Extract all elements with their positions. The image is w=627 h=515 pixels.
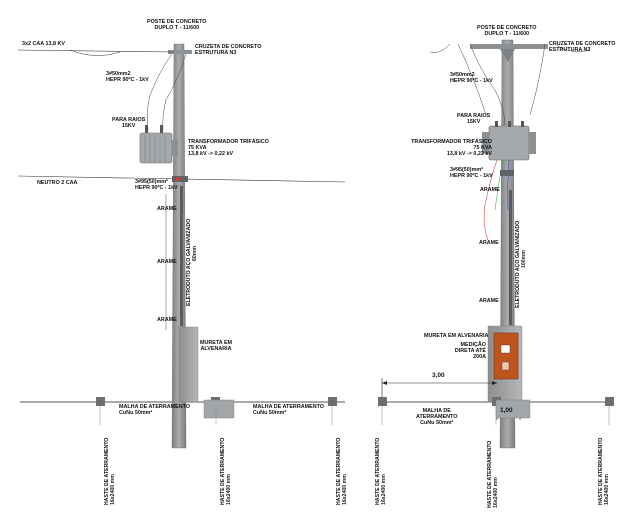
left-primary-line-label: 3x2 CAA 13,8 KV	[22, 41, 65, 47]
left-cable-label: 3#50mm2 HEPR 90ºC - 1kV	[106, 71, 149, 83]
right-electrode-1	[378, 397, 387, 406]
left-grounding-label-1: MALHA DE ATERRAMENTO CuNu 50mm²	[119, 404, 190, 416]
left-pole-label: POSTE DE CONCRETO DUPLO T - 11/600	[147, 19, 207, 31]
left-pole-label-line2: DUPLO T - 11/600	[154, 25, 200, 31]
right-grounding-label-line1: MALHA DE	[422, 408, 451, 414]
left-wall-label-line2: ALVENARIA	[200, 346, 232, 352]
right-secondary-label: 3#95(50)mm² HEPR 90ºC - 1kV	[450, 167, 493, 179]
left-wall-label: MURETA EM ALVENARIA	[200, 340, 232, 352]
right-pole-label-line1: POSTE DE CONCRETO	[477, 25, 537, 31]
left-conduit-label-line2: 60mm	[192, 246, 198, 261]
left-transformer-label-line3: 13,8 kV -> 0,22 kV	[188, 151, 234, 157]
right-crossarm-label: CRUZETA DE CONCRETO ESTRUTURA N3	[549, 41, 615, 53]
left-pole-label-line1: POSTE DE CONCRETO	[147, 19, 207, 25]
left-grounding-label-1-line2: CuNu 50mm²	[119, 410, 153, 416]
right-cable-label-line1: 3#50mm2	[450, 72, 475, 78]
left-wall	[178, 326, 199, 403]
right-conduit-label-line2: 100mm	[521, 250, 527, 268]
right-wire-label-3: ARAME	[479, 298, 499, 304]
left-conduit-label-line1: ELETRODUTO AÇO GALVANIZADO	[186, 218, 192, 306]
left-secondary-label: 3#95(50)mm² HEPR 90ºC - 1kV	[135, 179, 178, 191]
left-rod-label-1: HASTE DE ATERRAMENTO 16x2400 mm	[104, 438, 116, 505]
right-crossarm-label-line1: CRUZETA DE CONCRETO	[549, 41, 616, 47]
left-rod-label-2: HASTE DE ATERRAMENTO 16x2400 mm	[220, 438, 232, 505]
right-rod-label-3-line2: 16x2400 mm	[604, 474, 610, 505]
right-crossarm	[470, 44, 548, 49]
left-primary-line	[17, 49, 175, 53]
left-cable-label-line2: HEPR 90ºC - 1kV	[106, 77, 149, 83]
left-transformer	[139, 132, 178, 164]
left-secondary-label-line1: 3#95(50)mm²	[135, 179, 168, 185]
left-crossarm-label: CRUZETA DE CONCRETO ESTRUTURA N3	[195, 44, 261, 56]
left-transformer-label: TRANSFORMADOR TRIFÁSICO 75 KVA 13,8 kV -…	[188, 139, 269, 157]
right-meter-label: MEDIÇÃO DIRETA ATÉ 200A	[440, 342, 486, 360]
right-meter-box	[493, 332, 519, 380]
right-wall-label: MURETA EM ALVENARIA	[424, 333, 489, 339]
right-arrester-label-line1: PARA RAIOS	[457, 113, 491, 119]
right-arrester-label: PARA RAIOS 15KV	[457, 113, 490, 125]
right-transformer-label-line1: TRANSFORMADOR TRIFÁSICO	[411, 139, 492, 145]
left-rod-label-3-line2: 16x2400 mm	[342, 474, 348, 505]
right-dimension-1m: 1,00	[500, 407, 513, 414]
left-electrode-3	[328, 397, 337, 406]
right-transformer-label-line3: 13,8 kV -> 0,22 kV	[446, 151, 492, 157]
right-meter-label-line2: DIRETA ATÉ	[454, 348, 486, 354]
left-grounding-label-2-line2: CuNu 50mm²	[253, 410, 287, 416]
right-pole-label: POSTE DE CONCRETO DUPLO T - 11/600	[477, 25, 537, 37]
right-rod-label-2: HASTE DE ATERRAMENTO 16x2400 mm	[487, 441, 499, 508]
right-wire-label-1: ARAME	[480, 187, 500, 193]
right-conduit	[509, 190, 512, 325]
right-electrode-3	[605, 397, 614, 406]
left-neutral-label: NEUTRO 2 CAA	[37, 180, 78, 186]
left-rod-label-2-line2: 16x2400 mm	[226, 474, 232, 505]
left-conduit-label: ELETRODUTO AÇO GALVANIZADO 60mm	[186, 219, 198, 306]
right-rod-label-2-line2: 16x2400 mm	[493, 477, 499, 508]
right-meter-label-line1: MEDIÇÃO	[460, 342, 486, 348]
right-rod-label-3: HASTE DE ATERRAMENTO 16x2400 mm	[598, 438, 610, 505]
left-wire-label-1: ARAME	[157, 206, 177, 212]
left-secondary-label-line2: HEPR 90ºC - 1kV	[135, 185, 178, 191]
right-meter-label-line3: 200A	[473, 354, 486, 360]
right-dimension-3m: 3,00	[432, 372, 445, 379]
right-cable-label-line2: HEPR 90ºC - 1kV	[450, 78, 493, 84]
left-crossarm-label-line2: ESTRUTURA N3	[195, 50, 237, 56]
right-transformer-label: TRANSFORMADOR TRIFÁSICO 75 KVA 13,8 kV -…	[396, 139, 492, 157]
left-crossarm	[168, 50, 192, 54]
left-transformer-label-line2: 75 KVA	[188, 145, 207, 151]
left-electrode-1	[96, 397, 105, 406]
left-grounding-label-1-line1: MALHA DE ATERRAMENTO	[119, 404, 190, 410]
left-wire-label-2: ARAME	[157, 259, 177, 265]
left-grounding-label-2-line1: MALHA DE ATERRAMENTO	[253, 404, 324, 410]
right-grounding-label-line2: ATERRAMENTO	[416, 414, 458, 420]
left-rod-label-3: HASTE DE ATERRAMENTO 16x2400 mm	[336, 438, 348, 505]
right-secondary-label-line2: HEPR 90ºC - 1kV	[450, 173, 493, 179]
left-arrester-label-line1: PARA RAIOS	[112, 117, 146, 123]
right-rod-label-1-line2: 16x2400 mm	[381, 474, 387, 505]
right-crossarm-label-line2: ESTRUTURA N3	[549, 47, 591, 53]
right-cable-label: 3#50mm2 HEPR 90ºC - 1kV	[450, 72, 493, 84]
left-arrester-label-line2: 15KV	[121, 123, 136, 129]
left-wire-label-3: ARAME	[157, 317, 177, 323]
left-crossarm-label-line1: CRUZETA DE CONCRETO	[195, 44, 262, 50]
left-wall-label-line1: MURETA EM	[200, 340, 233, 346]
left-transformer-label-line1: TRANSFORMADOR TRIFÁSICO	[188, 139, 269, 145]
right-grounding-label: MALHA DE ATERRAMENTO CuNu 50mm²	[416, 408, 457, 426]
right-pole-label-line2: DUPLO T - 11/600	[484, 31, 530, 37]
left-arrester-label: PARA RAIOS 15KV	[112, 117, 145, 129]
left-conduit	[180, 186, 183, 326]
left-grounding-label-2: MALHA DE ATERRAMENTO CuNu 50mm²	[253, 404, 324, 416]
right-transformer	[482, 121, 536, 161]
right-transformer-label-line2: 75 KVA	[473, 145, 492, 151]
left-cable-label-line1: 3#50mm2	[106, 71, 131, 77]
right-grounding-label-line3: CuNu 50mm²	[420, 420, 454, 426]
left-rod-label-1-line2: 16x2400 mm	[110, 474, 116, 505]
right-arrester-label-line2: 15KV	[466, 119, 481, 125]
right-conduit-label: ELETRODUTO AÇO GALVANIZADO 100mm	[515, 221, 527, 308]
right-wire-label-2: ARAME	[479, 240, 499, 246]
right-secondary-label-line1: 3#95(50)mm²	[450, 167, 483, 173]
right-rod-label-1: HASTE DE ATERRAMENTO 16x2400 mm	[375, 438, 387, 505]
